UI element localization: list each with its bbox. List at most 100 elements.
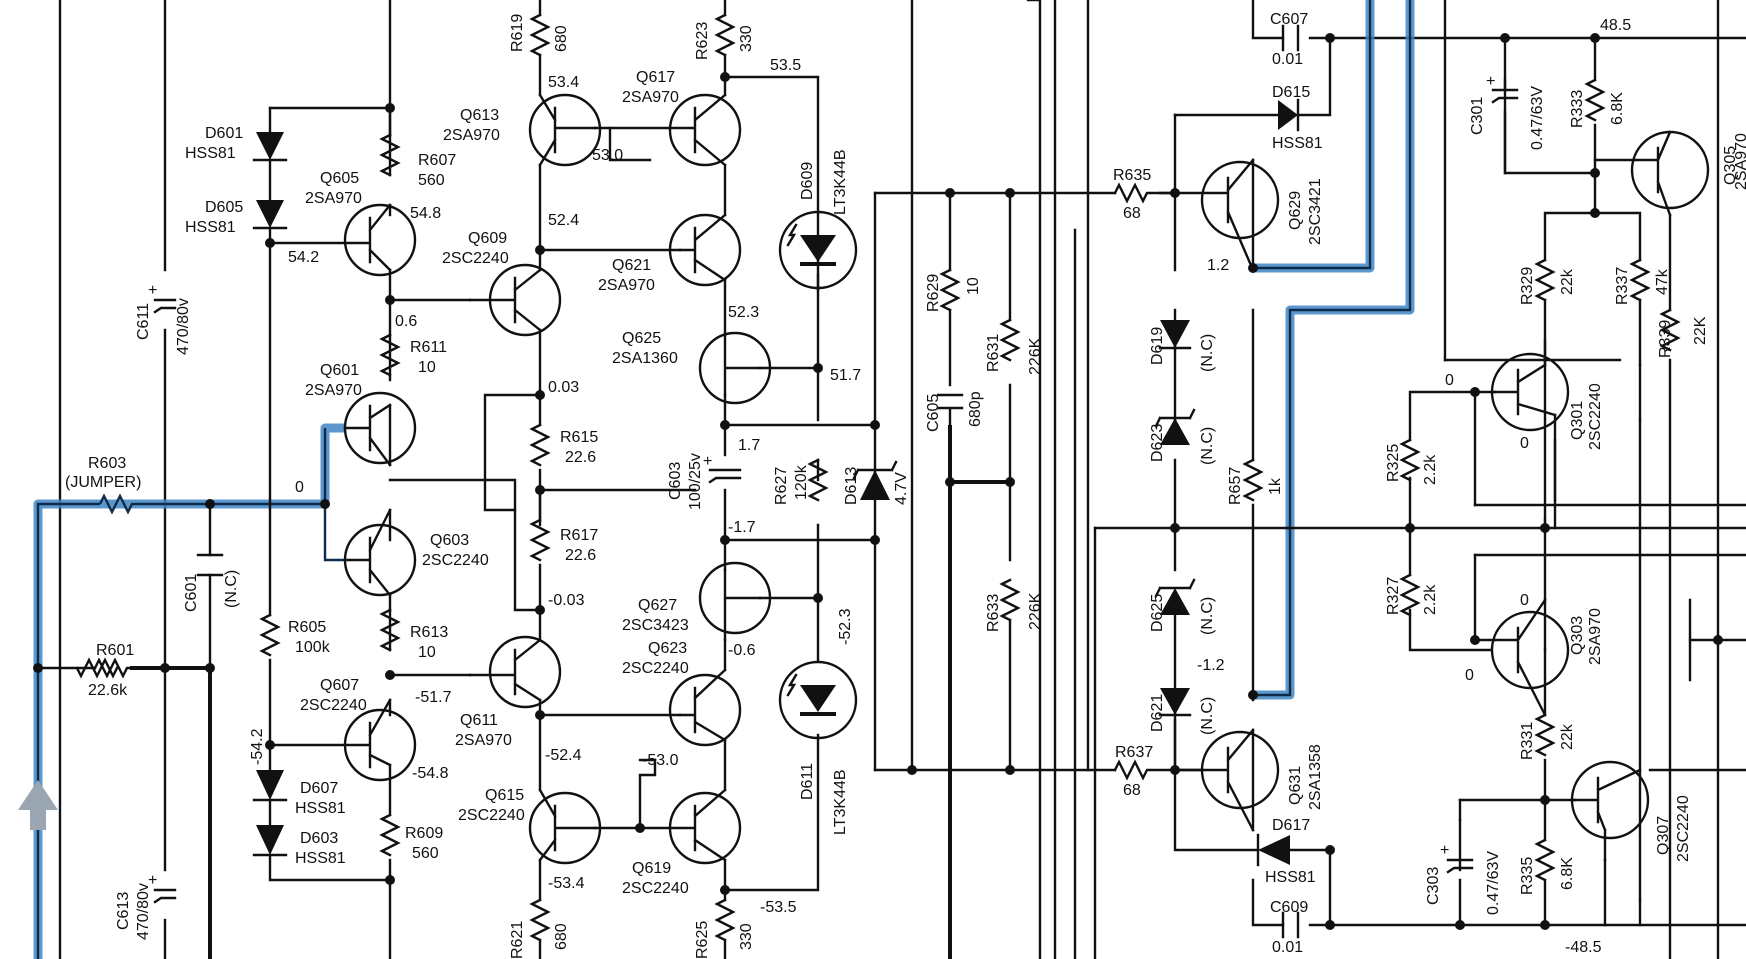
- transistor-Q613: [528, 93, 602, 167]
- ref-R615: R615: [560, 429, 598, 446]
- ref-Q631: Q631: [1287, 766, 1304, 805]
- val-D605: HSS81: [185, 219, 236, 236]
- ref-Q613: Q613: [460, 107, 499, 124]
- resistor-R621: [530, 898, 550, 942]
- resistor-R625: [715, 898, 735, 942]
- v-0-03: 0.03: [548, 379, 579, 396]
- ref-R335: R335: [1519, 857, 1536, 895]
- val-R633: 226K: [1027, 592, 1044, 630]
- ref-D623: D623: [1149, 424, 1166, 462]
- resistor-R331: [1535, 713, 1555, 757]
- transistor-Q631: [1173, 728, 1280, 832]
- diodes: [252, 98, 1300, 867]
- transistor-Q307: [1570, 760, 1650, 840]
- val-D613: 4.7V: [893, 472, 910, 505]
- v-neg-52-4: -52.4: [545, 747, 582, 764]
- val-Q301: 2SC2240: [1587, 383, 1604, 450]
- transistor-Q609: [468, 263, 562, 337]
- svg-text:+: +: [1440, 842, 1449, 859]
- val-Q629: 2SC3421: [1307, 178, 1324, 245]
- resistor-R619: [530, 13, 550, 57]
- svg-text:+: +: [1486, 73, 1495, 90]
- ref-R633: R633: [985, 594, 1002, 632]
- v-0-input: 0: [295, 479, 304, 496]
- val-C601: (N.C): [223, 570, 240, 608]
- ref-R621: R621: [509, 921, 526, 959]
- transistor-Q301: [1490, 352, 1570, 432]
- v-neg-54-2: -54.2: [249, 728, 266, 765]
- val-R635: 68: [1123, 205, 1141, 222]
- val-C603: 100/25v: [687, 453, 704, 510]
- val-D623: (N.C): [1199, 427, 1216, 465]
- ref-R625: R625: [694, 921, 711, 959]
- transistor-Q615: [528, 788, 602, 865]
- ref-Q617: Q617: [636, 69, 675, 86]
- ref-R603: R603: [88, 455, 126, 472]
- ref-Q605: Q605: [320, 170, 359, 187]
- val-Q625: 2SA1360: [612, 350, 678, 367]
- ref-R613: R613: [410, 624, 448, 641]
- v-neg-52-3: -0.6: [728, 642, 756, 659]
- capacitor-C605: [936, 393, 964, 410]
- diode-D625: [1160, 588, 1190, 615]
- val-D609: LT3K44B: [832, 149, 849, 215]
- val-Q623: 2SC2240: [622, 660, 689, 677]
- ref-D619: D619: [1149, 327, 1166, 365]
- v-54-2: 54.2: [288, 249, 319, 266]
- capacitor-C603: +: [703, 453, 742, 484]
- val-R609: 560: [412, 845, 439, 862]
- resistor-R325: [1400, 438, 1420, 482]
- transistor-Q305: [1630, 130, 1710, 217]
- v-52-4: 52.4: [548, 212, 579, 229]
- v-1-2: 1.2: [1207, 257, 1229, 274]
- capacitor-C611: +: [148, 282, 177, 314]
- resistor-R615: [530, 423, 550, 467]
- ref-Q619: Q619: [632, 860, 671, 877]
- val-Q605: 2SA970: [305, 190, 362, 207]
- val-C607: 0.01: [1272, 51, 1303, 68]
- ref-R627: R627: [773, 467, 790, 505]
- ref-R337: R337: [1614, 267, 1631, 305]
- ref-R629: R629: [925, 274, 942, 312]
- ref-R631: R631: [985, 334, 1002, 372]
- ref-Q305: Q305: [1722, 146, 1739, 185]
- val-C605: 680p: [967, 391, 984, 427]
- svg-text:+: +: [148, 872, 157, 889]
- ref-R331: R331: [1519, 722, 1536, 760]
- resistor-R601-zigzag: [93, 657, 132, 679]
- transistor-Q611: [468, 635, 562, 709]
- val-R335: 6.8K: [1559, 857, 1576, 890]
- ref-R637: R637: [1115, 744, 1153, 761]
- v-neg-0-03: -0.03: [548, 592, 585, 609]
- val-R325: 2.2k: [1422, 454, 1439, 485]
- val-C611: 470/80v: [175, 298, 192, 355]
- ref-Q623: Q623: [648, 640, 687, 657]
- capacitor-C609: [1281, 911, 1300, 939]
- resistor-R609: [380, 813, 400, 857]
- ref-R619: R619: [509, 14, 526, 52]
- ref-Q601: Q601: [320, 362, 359, 379]
- led-D609: [778, 210, 858, 290]
- v-neg-48-5: -48.5: [1565, 939, 1602, 956]
- val-R337: 47k: [1654, 268, 1671, 295]
- val-Q615: 2SC2240: [458, 807, 525, 824]
- labels: R619 680 R623 330 Q613 2SA970 Q617 2SA97…: [65, 11, 1746, 959]
- resistor-R333: [1585, 78, 1605, 122]
- val-Q305: 2SA970: [1733, 133, 1746, 190]
- ref-R611: R611: [410, 339, 447, 356]
- resistor-R633: [1000, 578, 1020, 622]
- ref-Q627: Q627: [638, 597, 677, 614]
- v-neg-51-7: -52.3: [837, 608, 854, 645]
- val-R333: 6.8K: [1609, 92, 1626, 125]
- ref-R623: R623: [694, 22, 711, 60]
- val-Q603: 2SC2240: [422, 552, 489, 569]
- transistors: [343, 93, 1710, 865]
- val-R617: 22.6: [565, 547, 596, 564]
- ref-R327: R327: [1385, 577, 1402, 615]
- v-53-4: 53.4: [548, 74, 579, 91]
- resistors: [75, 13, 1680, 942]
- val-D617: HSS81: [1265, 869, 1316, 886]
- junctions: [33, 33, 1723, 930]
- v-54-8: 54.8: [410, 205, 441, 222]
- val-R605: 100k: [295, 639, 331, 656]
